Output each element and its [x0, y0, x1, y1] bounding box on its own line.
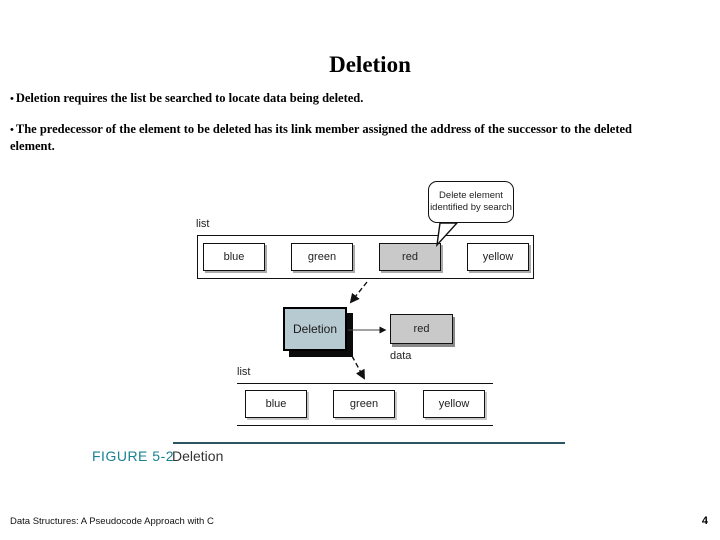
- footer-book-title: Data Structures: A Pseudocode Approach w…: [10, 516, 214, 527]
- top-node-green: green: [291, 243, 353, 271]
- page-number: 4: [701, 515, 708, 527]
- figure-divider-line: [173, 442, 565, 444]
- bottom-list-label: list: [237, 366, 251, 378]
- data-label: data: [390, 350, 412, 362]
- bullet-2: •The predecessor of the element to be de…: [10, 121, 670, 154]
- callout-line-2: identified by search: [430, 201, 512, 213]
- search-arrow: [349, 281, 368, 304]
- deleted-data-node: red: [390, 314, 453, 344]
- bullet-1: •Deletion requires the list be searched …: [10, 90, 670, 107]
- bullet-2-text: The predecessor of the element to be del…: [10, 122, 633, 153]
- bottom-list-band: [237, 383, 493, 426]
- bullet-icon: •: [10, 93, 14, 105]
- top-list-label: list: [196, 218, 210, 230]
- bottom-node-yellow: yellow: [423, 390, 485, 418]
- relink-arrow: [351, 355, 365, 380]
- bottom-node-green: green: [333, 390, 395, 418]
- bullet-1-text: Deletion requires the list be searched t…: [15, 91, 364, 105]
- figure-number: FIGURE 5-2: [92, 448, 175, 464]
- deletion-process-box: Deletion: [283, 307, 347, 351]
- bottom-node-blue: blue: [245, 390, 307, 418]
- delete-callout: Delete element identified by search: [428, 181, 514, 223]
- top-node-yellow: yellow: [467, 243, 529, 271]
- top-node-blue: blue: [203, 243, 265, 271]
- figure-title: Deletion: [172, 448, 224, 464]
- top-node-red-highlighted: red: [379, 243, 441, 271]
- callout-line-1: Delete element: [439, 190, 503, 201]
- bullet-icon: •: [10, 124, 14, 136]
- page-title: Deletion: [329, 52, 411, 77]
